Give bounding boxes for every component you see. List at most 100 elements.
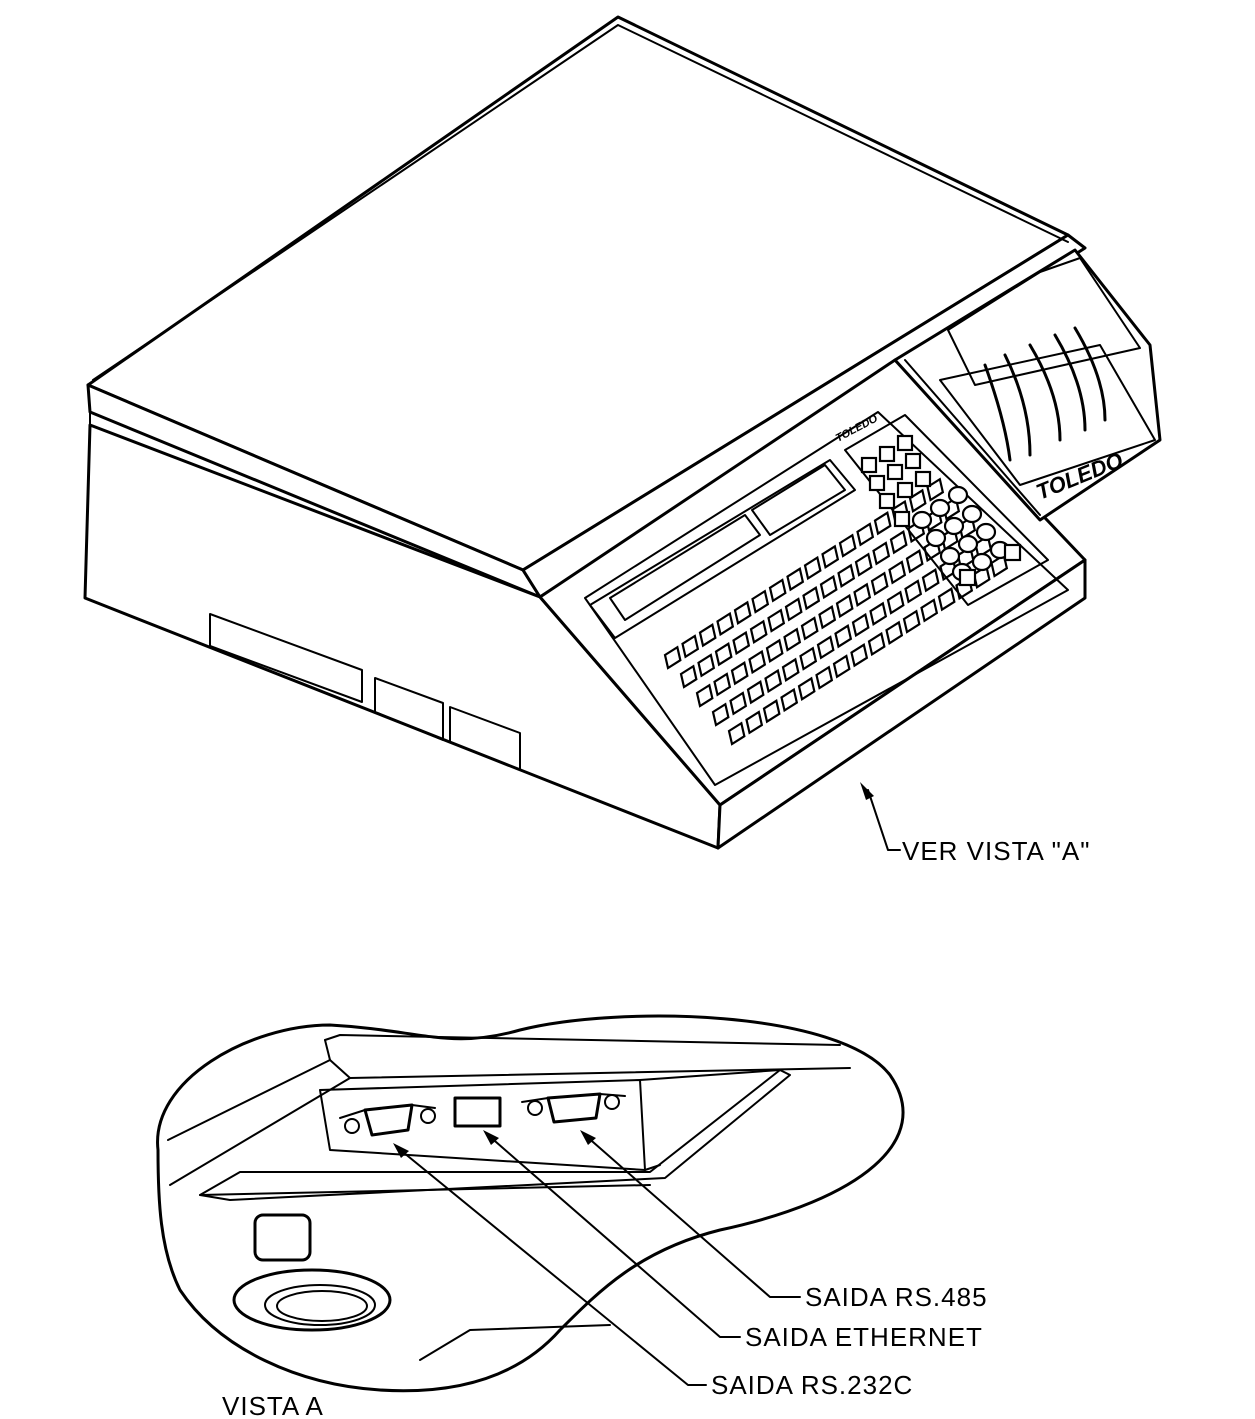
ethernet-arrowhead	[483, 1130, 499, 1145]
alpha-key	[746, 680, 765, 705]
alpha-key	[698, 623, 717, 648]
label-saida-ethernet: SAIDA ETHERNET	[745, 1322, 983, 1352]
alpha-key	[832, 654, 851, 679]
alpha-key	[803, 555, 822, 581]
numeric-pad-frame	[844, 414, 1049, 606]
rs485-screw-left	[527, 1100, 543, 1116]
recess-bottom	[199, 1184, 651, 1196]
alpha-key	[867, 631, 886, 657]
numeric-key-square	[878, 492, 896, 510]
alpha-key	[921, 568, 940, 593]
scale-foot	[232, 1213, 392, 1332]
alpha-key	[748, 649, 767, 675]
rs485-shell	[546, 1092, 602, 1124]
alpha-key	[835, 593, 854, 619]
numeric-key-round	[975, 522, 997, 542]
rs232-connector	[339, 1103, 436, 1137]
display-lcd-right	[751, 464, 846, 536]
alpha-key	[815, 665, 834, 690]
numeric-key-square	[896, 434, 914, 452]
paper-roll-arc-1	[983, 363, 1012, 462]
recess-top	[639, 1069, 781, 1081]
alpha-key	[679, 664, 698, 689]
alpha-key	[873, 511, 892, 536]
ethernet-port	[453, 1096, 502, 1128]
rs232-screw-left	[344, 1118, 360, 1134]
numeric-key-round	[943, 516, 965, 536]
alpha-key	[818, 605, 837, 630]
alpha-key	[821, 544, 840, 569]
alpha-key	[767, 608, 786, 633]
alpha-key	[783, 627, 802, 652]
alpha-key	[850, 643, 869, 668]
foot-base-core	[276, 1290, 368, 1322]
platter-right-lip	[521, 233, 1087, 599]
alpha-key	[695, 683, 714, 708]
port-recess	[199, 1069, 791, 1201]
numeric-key-round	[925, 528, 947, 548]
alpha-key	[797, 676, 816, 701]
alpha-key	[885, 620, 904, 645]
alpha-key	[920, 598, 939, 623]
printer-divider	[904, 359, 1041, 516]
alpha-key	[837, 563, 856, 588]
display-lcd-left	[609, 514, 761, 621]
numeric-key-round	[911, 510, 933, 530]
frame-corner	[324, 1039, 331, 1061]
alpha-key	[768, 578, 787, 603]
frame-top-edge	[324, 1034, 841, 1046]
alpha-key	[764, 668, 783, 694]
alpha-key	[819, 574, 838, 600]
alpha-key	[749, 619, 768, 644]
paper-roll-arc-2	[1003, 353, 1032, 457]
numeric-key-round	[939, 546, 961, 566]
ver-vista-callout: VER VISTA "A"	[860, 782, 1090, 866]
alpha-key	[886, 590, 905, 615]
alpha-key	[872, 541, 891, 566]
printer-top	[947, 257, 1141, 386]
alpha-key	[869, 601, 888, 626]
function-key	[1003, 543, 1022, 562]
rs232-flange	[339, 1104, 436, 1119]
base-plate-2	[374, 677, 444, 741]
alpha-key	[663, 645, 682, 670]
platter-rim	[92, 24, 1069, 381]
numeric-key-round	[929, 498, 951, 518]
alpha-key	[711, 702, 730, 727]
printer-housing	[893, 248, 1162, 522]
recess-right	[644, 1164, 661, 1171]
ethernet-leader	[487, 1134, 741, 1338]
numeric-key-round	[957, 534, 979, 554]
paper-roll-arc-4	[1053, 333, 1087, 432]
alpha-key	[799, 646, 818, 671]
alpha-key	[730, 661, 749, 686]
alpha-key	[745, 710, 764, 735]
paper-roll-arc-3	[1028, 343, 1062, 442]
alpha-key	[732, 630, 751, 656]
foot-base-inner	[264, 1284, 376, 1326]
vista-a-detail	[156, 1014, 905, 1393]
alpha-key	[888, 560, 907, 585]
numeric-key-square	[904, 452, 922, 470]
numeric-key-square	[893, 510, 911, 528]
alpha-key	[762, 699, 781, 724]
alpha-key	[854, 552, 873, 577]
port-leaders	[393, 1130, 801, 1386]
numeric-key-round	[947, 485, 969, 505]
alpha-key	[856, 522, 875, 547]
alpha-key	[727, 721, 746, 746]
numeric-key-round	[961, 504, 983, 524]
display-window	[589, 459, 856, 639]
keyboard-frame	[584, 411, 1069, 786]
alpha-key	[926, 477, 945, 502]
frame-left-band-top	[167, 1059, 331, 1141]
numeric-key-square	[914, 470, 932, 488]
ver-vista-label: VER VISTA "A"	[902, 836, 1090, 866]
numeric-key-square	[860, 456, 878, 474]
alpha-key	[937, 587, 956, 612]
rs485-leader	[584, 1134, 801, 1298]
alpha-key	[784, 597, 803, 622]
alpha-key	[751, 589, 770, 614]
